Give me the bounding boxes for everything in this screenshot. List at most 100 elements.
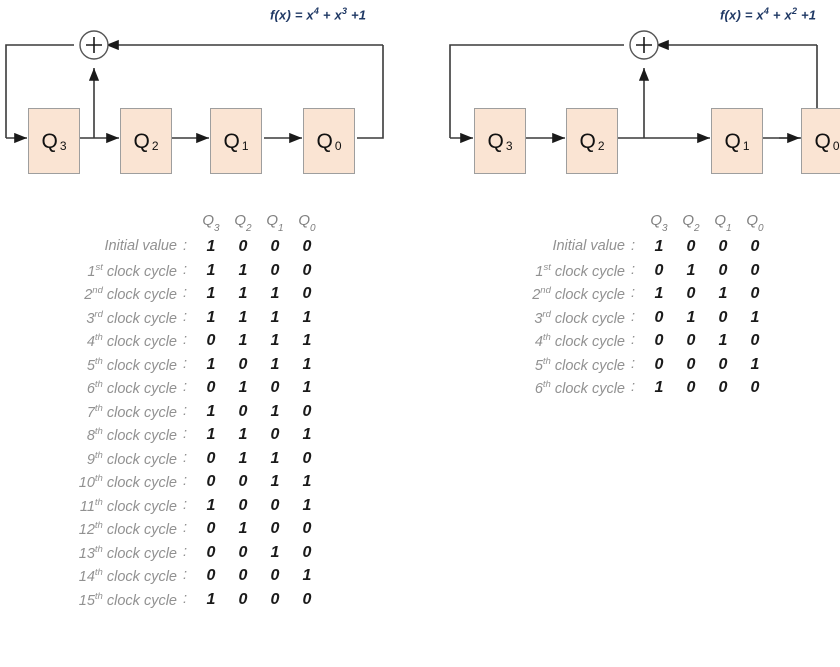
bit-cell: 0	[302, 238, 312, 255]
row-colon: :	[183, 567, 188, 583]
bit-cell: 1	[750, 355, 760, 373]
column-header-q3: Q3	[202, 212, 220, 234]
row-label: 15th clock cycle	[79, 591, 177, 609]
bit-cell: 0	[270, 379, 280, 396]
bit-cell: 0	[686, 355, 696, 373]
register-letter: Q	[316, 129, 333, 153]
row-ordinal-number: 9	[86, 451, 95, 468]
bit-cell: 1	[206, 590, 216, 608]
row-ordinal-number: 4	[534, 333, 543, 350]
bit-cell: 0	[686, 379, 696, 396]
row-colon: :	[631, 261, 636, 278]
row-label: 6th clock cycle	[87, 379, 177, 397]
bit-cell: 0	[750, 379, 760, 396]
bit-cell: 0	[302, 402, 312, 420]
column-header-q1: Q1	[714, 212, 732, 234]
bit-cell: 1	[206, 402, 216, 420]
bit-cell: 1	[686, 308, 696, 326]
bit-cell: 0	[302, 449, 312, 467]
row-colon: :	[631, 332, 636, 348]
bit-cell: 1	[302, 332, 312, 349]
row-label: 11th clock cycle	[80, 497, 177, 515]
row-label: 6th clock cycle	[535, 379, 625, 397]
register-index: 1	[742, 138, 750, 153]
row-text: clock cycle	[102, 498, 177, 515]
column-header-q2: Q2	[234, 212, 252, 234]
bit-cell: 1	[206, 426, 216, 443]
bit-cell: 0	[302, 520, 312, 537]
row-text: clock cycle	[102, 357, 177, 374]
bit-cell: 0	[206, 473, 216, 490]
row-text: clock cycle	[102, 451, 177, 468]
bit-cell: 0	[206, 543, 216, 561]
bit-cell: 0	[238, 473, 248, 490]
formula-mid: + x	[769, 7, 792, 23]
feedback-wire-left	[5, 44, 74, 138]
bit-cell: 1	[270, 308, 280, 326]
row-text: clock cycle	[102, 474, 177, 491]
row-colon: :	[631, 308, 636, 325]
row-label: 1st clock cycle	[87, 262, 177, 280]
row-text: clock cycle	[550, 286, 625, 303]
bit-cell: 0	[206, 567, 216, 584]
bit-cell: 1	[654, 379, 664, 396]
bit-cell: 0	[686, 332, 696, 349]
bit-cell: 1	[206, 238, 216, 255]
bit-cell: 1	[238, 426, 248, 443]
register-index: 0	[334, 138, 342, 153]
bit-cell: 1	[302, 426, 312, 443]
row-ordinal-number: 4	[86, 333, 95, 350]
register-index: 2	[151, 138, 159, 153]
bit-cell: 1	[206, 355, 216, 373]
bit-cell: 0	[270, 567, 280, 584]
row-ordinal-suffix: th	[542, 355, 551, 367]
row-label: 9th clock cycle	[87, 450, 177, 468]
row-ordinal-number: 6	[534, 380, 543, 397]
bit-cell: 1	[206, 285, 216, 302]
table-header-row-right: Q3 Q2 Q1 Q0	[420, 212, 840, 238]
row-ordinal-suffix: th	[94, 449, 103, 461]
row-ordinal-suffix: th	[94, 496, 103, 508]
formula-exponent-1: 4	[763, 6, 770, 16]
row-colon: :	[183, 543, 188, 560]
row-ordinal-suffix: th	[94, 473, 103, 484]
bit-cell: 0	[270, 590, 280, 608]
row-text: clock cycle	[550, 333, 625, 350]
register-index: 1	[241, 138, 249, 153]
bit-cell: 0	[718, 261, 728, 279]
row-ordinal-suffix: st	[95, 261, 103, 273]
row-ordinal-suffix: th	[94, 379, 103, 390]
bit-cell: 0	[750, 261, 760, 279]
register-letter: Q	[579, 129, 596, 153]
column-header-q0: Q0	[746, 212, 764, 234]
row-text: clock cycle	[102, 427, 177, 444]
row-label: 4th clock cycle	[87, 332, 177, 350]
row-text: Initial value	[104, 238, 177, 254]
bit-cell: 0	[750, 238, 760, 255]
row-text: clock cycle	[102, 592, 177, 609]
polynomial-formula-right: f(x) = x4 + x2 +1	[720, 6, 816, 22]
row-ordinal-suffix: th	[94, 355, 103, 367]
row-text: clock cycle	[102, 263, 177, 280]
bit-cell: 0	[302, 590, 312, 608]
row-ordinal-number: 3	[534, 310, 543, 327]
register-index: 3	[505, 138, 513, 153]
row-colon: :	[631, 379, 636, 395]
